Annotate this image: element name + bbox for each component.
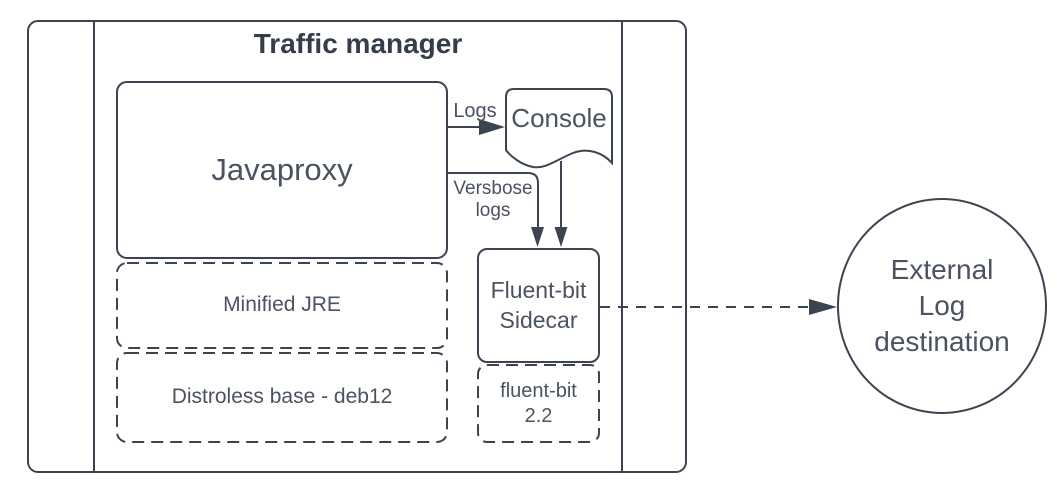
console-arrowhead-icon: [554, 227, 568, 247]
distroless-base-box: [116, 352, 448, 443]
external-arrowhead-icon: [809, 299, 837, 315]
minified-jre-label: Minified JRE: [223, 293, 341, 317]
verbose-logs-edge-label: Versbose logs: [453, 178, 533, 221]
console-document-shape: [505, 88, 613, 169]
javaproxy-label: Javaproxy: [211, 151, 353, 187]
verbose-logs-arrowhead-icon: [531, 227, 544, 247]
logs-edge-label: Logs: [453, 99, 497, 122]
traffic-manager-container: [27, 20, 687, 473]
minified-jre-box: [116, 262, 448, 349]
fluentbit-sidecar-box: [477, 248, 600, 363]
logs-arrowhead-icon: [479, 119, 505, 135]
fluentbit-version-label: fluent-bit 2.2: [500, 379, 577, 427]
javaproxy-box: [116, 81, 448, 259]
verbose-logs-arrow-line: [447, 172, 539, 228]
distroless-base-label: Distroless base - deb12: [171, 385, 393, 409]
console-label: Console: [511, 102, 607, 133]
external-destination-circle: [837, 198, 1047, 414]
container-title: Traffic manager: [253, 27, 463, 59]
fluentbit-sidecar-label: Fluent-bit Sidecar: [490, 276, 587, 333]
external-destination-label: External Log destination: [874, 254, 1010, 357]
